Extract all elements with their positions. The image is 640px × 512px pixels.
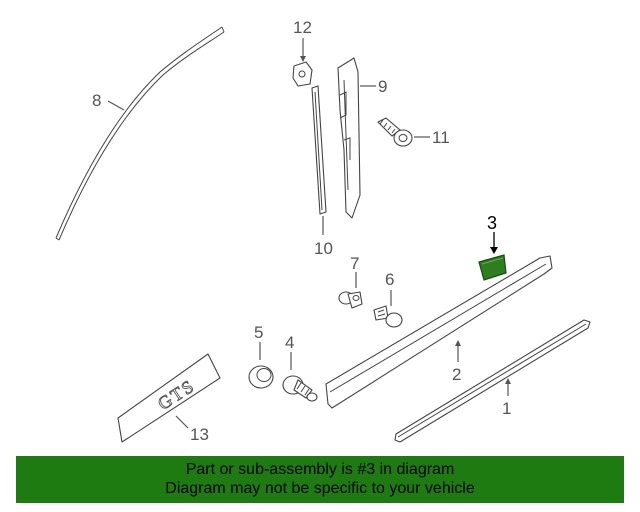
part-8-moulding-strip[interactable] bbox=[55, 26, 225, 241]
callout-8[interactable]: 8 bbox=[92, 91, 101, 110]
callout-6[interactable]: 6 bbox=[385, 270, 394, 289]
callout-4[interactable]: 4 bbox=[285, 333, 294, 352]
callout-9[interactable]: 9 bbox=[378, 77, 387, 96]
part-12-clip[interactable] bbox=[292, 61, 313, 87]
callout-3[interactable]: 3 bbox=[487, 213, 497, 233]
part-7-grommet[interactable] bbox=[338, 291, 363, 309]
arrow-2 bbox=[455, 340, 461, 346]
banner-line-1: Part or sub-assembly is #3 in diagram bbox=[185, 461, 455, 478]
part-1-rocker-moulding[interactable] bbox=[394, 319, 591, 443]
callout-11[interactable]: 11 bbox=[432, 128, 450, 147]
callout-7[interactable]: 7 bbox=[350, 254, 359, 273]
callout-5[interactable]: 5 bbox=[254, 323, 263, 342]
arrow-3 bbox=[490, 247, 498, 254]
callout-10[interactable]: 10 bbox=[314, 239, 333, 258]
part-5-plug[interactable] bbox=[248, 365, 274, 389]
info-banner: Part or sub-assembly is #3 in diagram Di… bbox=[16, 456, 624, 503]
part-9-pillar-cover[interactable] bbox=[337, 57, 361, 219]
leader-8 bbox=[107, 100, 125, 111]
part-10-pillar-trim[interactable] bbox=[311, 85, 327, 215]
callout-13[interactable]: 13 bbox=[190, 425, 209, 444]
callout-12[interactable]: 12 bbox=[293, 18, 312, 37]
leader-13 bbox=[175, 415, 189, 429]
callout-1[interactable]: 1 bbox=[502, 399, 511, 418]
part-3-highlighted[interactable] bbox=[478, 254, 507, 281]
callout-2[interactable]: 2 bbox=[452, 365, 461, 384]
part-2-door-moulding[interactable] bbox=[325, 255, 553, 409]
part-11-bolt[interactable] bbox=[377, 117, 413, 147]
part-4-screw[interactable] bbox=[282, 375, 318, 402]
arrow-12 bbox=[300, 56, 306, 62]
arrow-1 bbox=[505, 378, 511, 384]
part-6-push-clip[interactable] bbox=[373, 305, 403, 328]
banner-line-2: Diagram may not be specific to your vehi… bbox=[165, 480, 475, 497]
